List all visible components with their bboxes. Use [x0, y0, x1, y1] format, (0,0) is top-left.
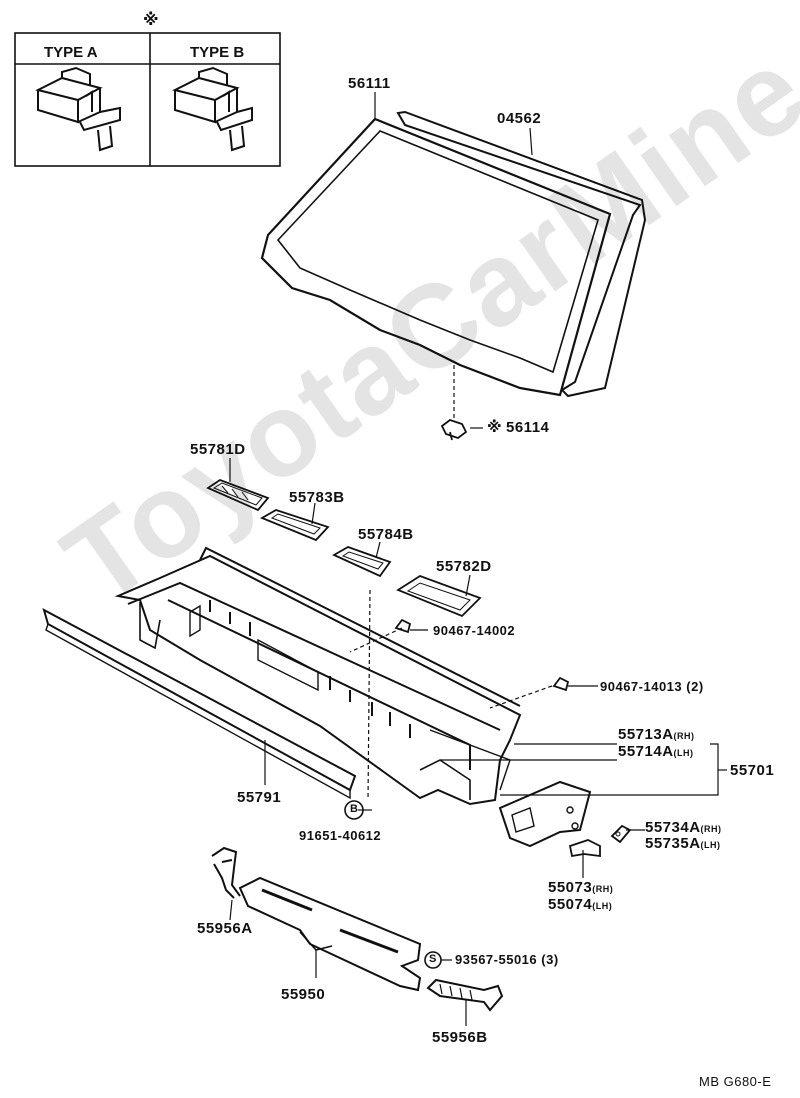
seal-55781d-icon [206, 458, 270, 512]
clip-56114-icon [440, 418, 468, 441]
label-clip-a: 90467-14002 [433, 623, 516, 638]
clip-90467-14002-icon [394, 618, 412, 634]
label-screw: 93567-55016 (3) [455, 952, 559, 967]
label-bolt-mark: B [350, 803, 359, 815]
label-seal-1: 55781D [190, 441, 246, 458]
label-bolt: 91651-40612 [299, 828, 382, 843]
label-panel-assy: 55701 [730, 762, 775, 779]
windshield-glass [260, 117, 612, 397]
label-brace-lh: 55735A(LH) [645, 835, 721, 852]
strip-55791 [42, 608, 357, 800]
type-a-label: TYPE A [44, 44, 98, 61]
duct-55950 [238, 876, 422, 992]
label-strip: 55791 [237, 789, 282, 806]
bolt-marker-icon [344, 800, 364, 820]
label-clip-mark: ※ [487, 419, 503, 436]
label-bracket-lh: 55074(LH) [548, 896, 613, 913]
brace-55734a-icon [610, 824, 632, 844]
label-nozzle-mark: S [429, 953, 437, 965]
label-hose-a: 55956A [197, 920, 253, 937]
seal-55782d-icon [396, 574, 482, 618]
label-clip: 56114 [506, 419, 550, 436]
label-bracket-rh: 55073(RH) [548, 879, 614, 896]
label-seal-4: 55782D [436, 558, 492, 575]
legend-mark: ※ [143, 12, 159, 29]
type-b-label: TYPE B [190, 44, 245, 61]
hose-55956b [426, 978, 504, 1026]
cowl-panel [114, 546, 522, 806]
label-weatherstrip: 04562 [497, 110, 542, 127]
bracket-55073-icon [568, 839, 601, 858]
screw-marker-icon [424, 951, 442, 969]
seal-55783b-icon [259, 502, 330, 542]
clip-type-inset [14, 32, 281, 167]
label-seal-2: 55783B [289, 489, 345, 506]
label-hose-b: 55956B [432, 1029, 488, 1046]
label-panel-lh: 55714A(LH) [618, 743, 694, 760]
hose-55956a [211, 846, 241, 921]
clip-90467-14013-icon [552, 676, 570, 692]
label-clip-b: 90467-14013 (2) [600, 679, 704, 694]
clip-type-b-icon [172, 66, 253, 152]
label-panel-rh: 55713A(RH) [618, 726, 695, 743]
windshield-weatherstrip [396, 110, 647, 398]
label-windshield: 56111 [348, 75, 391, 92]
label-duct: 55950 [281, 986, 326, 1003]
seal-55784b-icon [332, 541, 392, 578]
label-seal-3: 55784B [358, 526, 414, 543]
clip-type-a-icon [35, 66, 121, 152]
figure-code: MB G680-E [699, 1074, 772, 1089]
label-brace-rh: 55734A(RH) [645, 819, 722, 836]
side-bracket [498, 780, 592, 848]
